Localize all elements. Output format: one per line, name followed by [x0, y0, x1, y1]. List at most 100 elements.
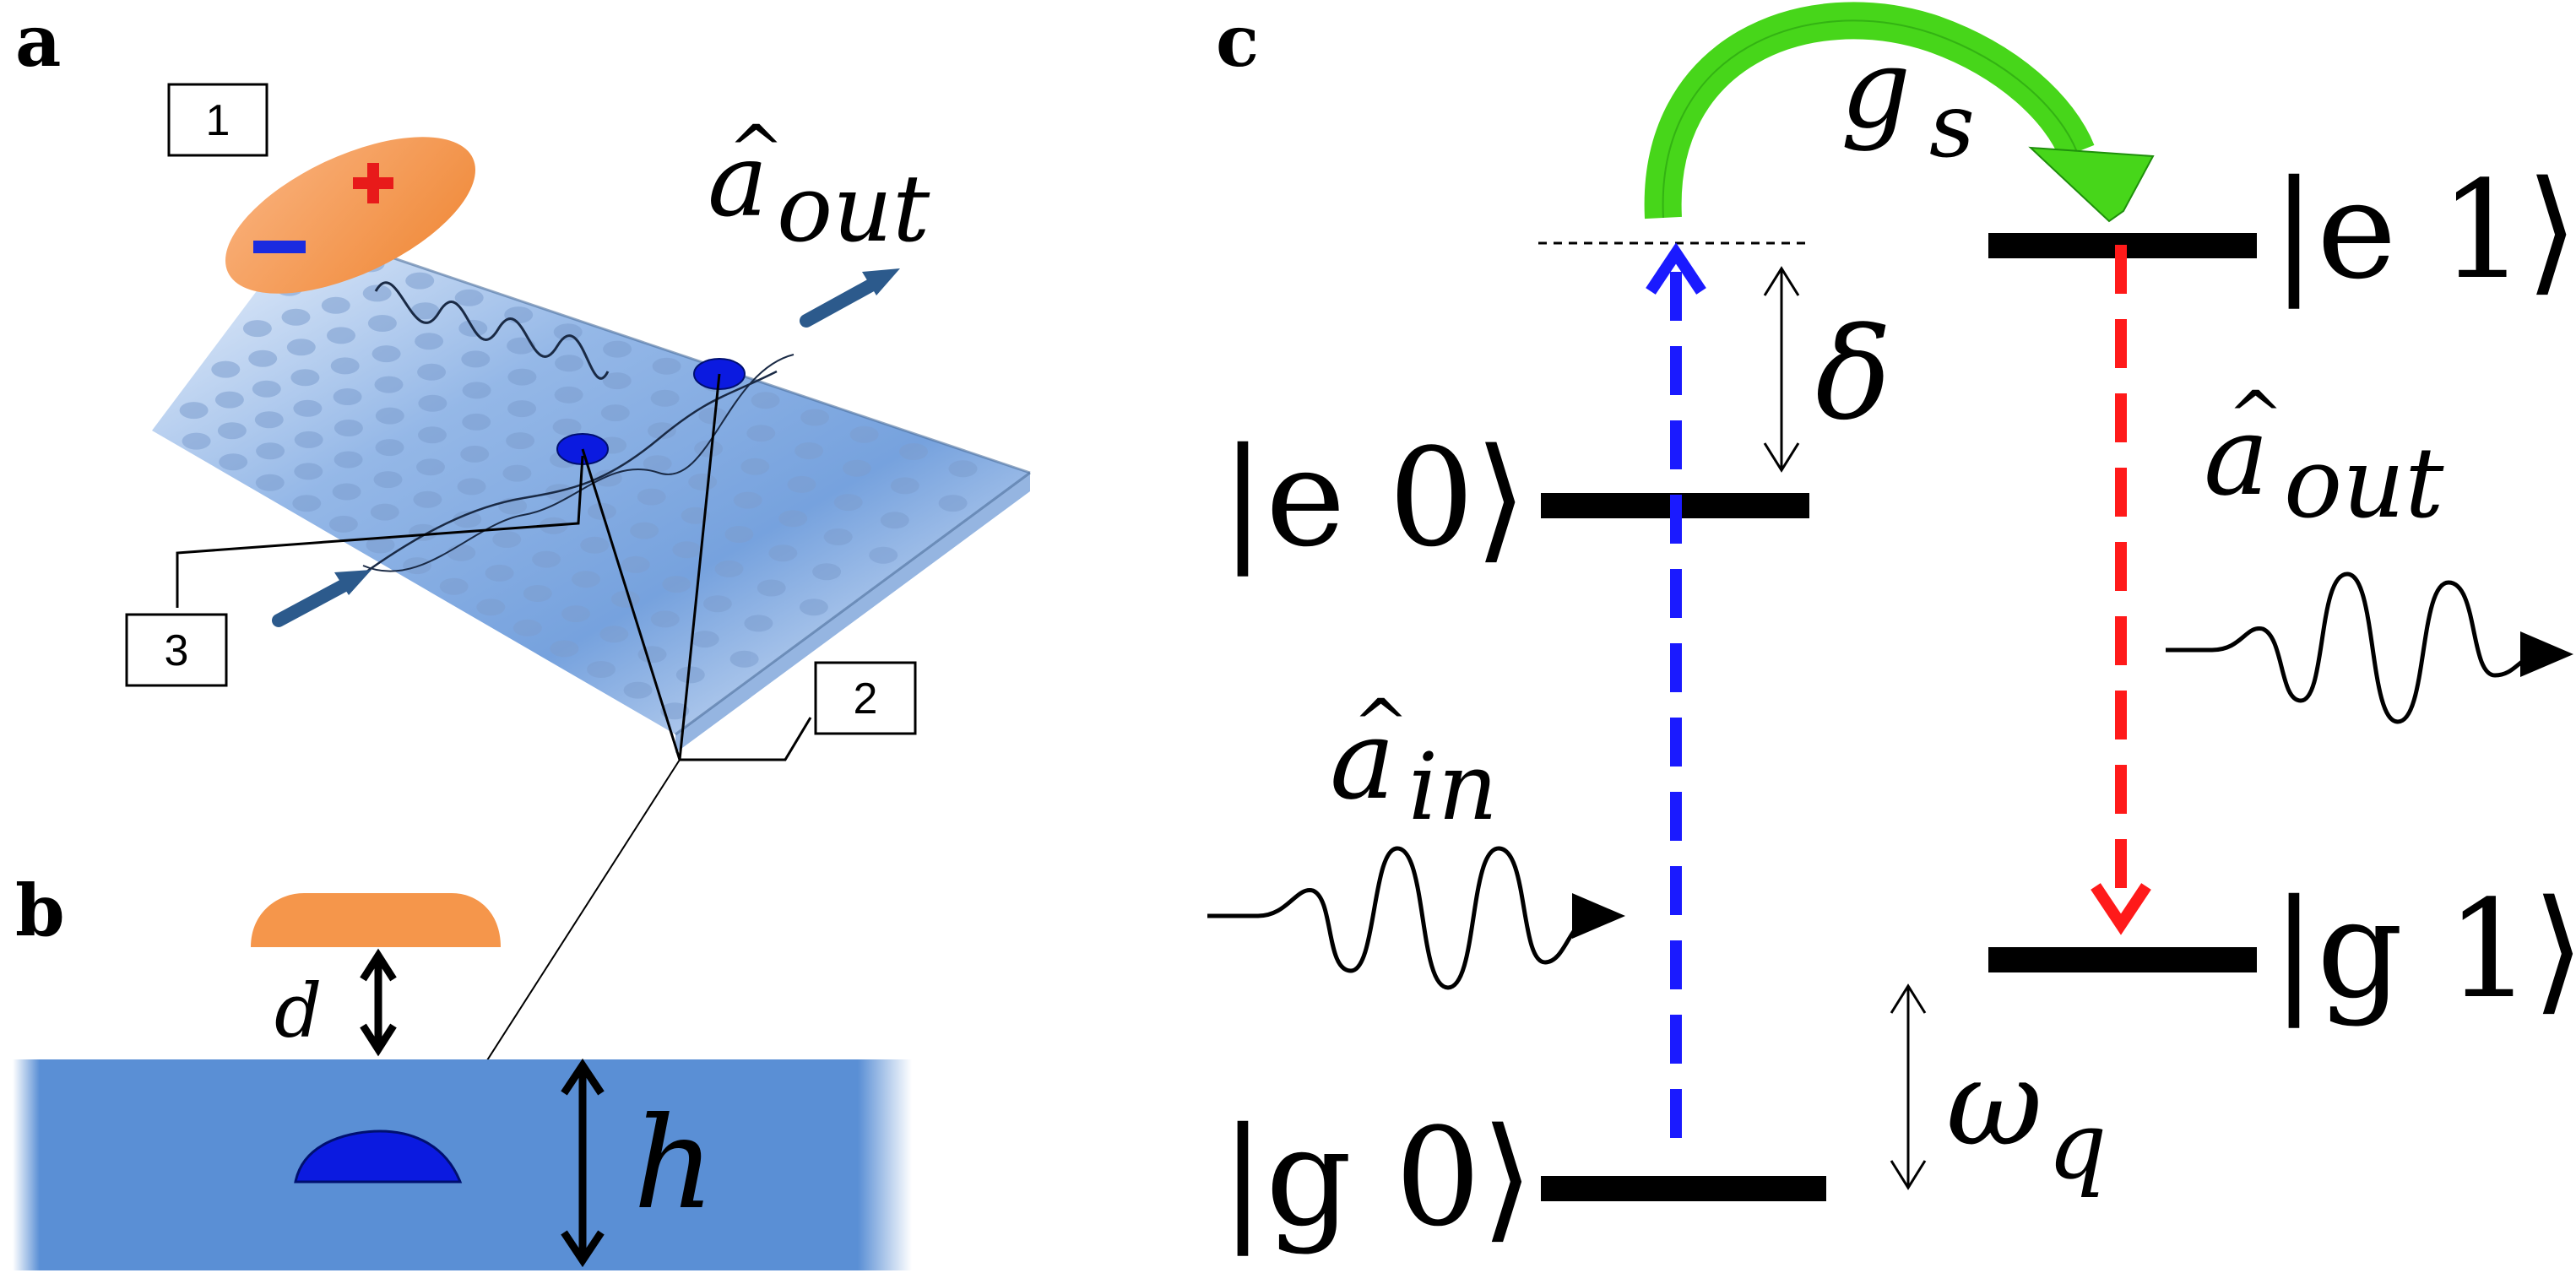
- lattice-hole: [254, 411, 284, 429]
- lattice-hole: [453, 511, 482, 528]
- lattice-hole: [662, 576, 691, 593]
- lattice-hole: [502, 464, 532, 482]
- lattice-hole: [334, 451, 363, 469]
- callout-number-2: 2: [854, 674, 878, 723]
- output-beam-arrow: [800, 277, 881, 328]
- lattice-hole: [572, 571, 600, 588]
- panel-label-b: b: [15, 869, 65, 952]
- lattice-hole: [688, 473, 718, 490]
- lattice-hole: [842, 459, 871, 477]
- lattice-hole: [370, 503, 399, 521]
- output-wavepacket-arrowhead: [2520, 631, 2573, 677]
- lattice-hole: [294, 431, 323, 448]
- input-beam-arrowhead: [334, 570, 371, 595]
- lattice-hole: [281, 308, 311, 326]
- qubit-frequency-subscript: q: [2047, 1092, 2107, 1200]
- lattice-hole: [211, 360, 241, 378]
- lattice-hole: [255, 474, 285, 491]
- lattice-hole: [643, 455, 672, 473]
- lattice-hole: [650, 389, 680, 407]
- lattice-hole: [321, 296, 350, 314]
- lattice-hole: [409, 523, 438, 541]
- callout-number-1: 1: [206, 96, 230, 145]
- lattice-hole: [938, 495, 968, 512]
- callout-box-1: [167, 83, 268, 157]
- plus-sign-icon: [353, 163, 393, 203]
- lattice-hole: [439, 577, 469, 595]
- lattice-hole: [410, 302, 440, 320]
- lattice-hole: [555, 355, 583, 372]
- qubit-frequency-symbol: ω: [1946, 1035, 2042, 1173]
- lattice-hole: [650, 610, 680, 628]
- lattice-hole: [507, 368, 537, 386]
- lattice-hole: [587, 661, 616, 678]
- waveguide-mode-line-2: [362, 354, 794, 572]
- lattice-hole: [602, 372, 632, 390]
- top-electrode-shape: [251, 893, 501, 947]
- output-photon-subscript: out: [2284, 427, 2444, 540]
- lattice-hole: [757, 579, 786, 597]
- lattice-hole: [554, 386, 583, 404]
- coupling-subscript: s: [1929, 74, 1975, 177]
- lattice-hole: [610, 590, 640, 608]
- lattice-hole: [800, 409, 830, 426]
- lattice-hole: [812, 563, 842, 581]
- lattice-hole: [740, 458, 770, 475]
- lattice-hole: [675, 666, 705, 684]
- level-g0: [1541, 1176, 1826, 1201]
- lattice-hole: [371, 345, 401, 363]
- lattice-hole: [293, 399, 323, 417]
- output-wavepacket: [2166, 571, 2542, 724]
- callout-number-3: 3: [165, 626, 189, 675]
- lattice-hole: [416, 458, 445, 476]
- slab-cross-section: [13, 1059, 912, 1270]
- detuning-arrow-head-bottom: [1763, 442, 1800, 473]
- lattice-hole: [242, 320, 272, 338]
- lattice-hole: [462, 413, 491, 431]
- callout-leader-2: [680, 717, 812, 761]
- lattice-hole: [778, 510, 808, 528]
- lattice-hole: [182, 432, 211, 450]
- lattice-hole: [418, 394, 447, 412]
- lattice-hole: [418, 426, 447, 444]
- lattice-hole: [405, 272, 435, 290]
- lattice-hole: [507, 337, 536, 355]
- lattice-hole: [532, 550, 561, 568]
- lattice-hole: [751, 392, 780, 409]
- input-wavepacket: [1207, 846, 1597, 990]
- lattice-hole: [454, 289, 484, 306]
- lattice-hole: [623, 681, 653, 699]
- lattice-hole: [362, 284, 392, 302]
- lattice-hole: [476, 599, 506, 616]
- lattice-hole: [899, 443, 928, 460]
- lattice-hole: [690, 631, 719, 648]
- lattice-hole: [880, 512, 909, 529]
- thickness-arrow-head-top: [561, 1058, 605, 1096]
- lattice-hole: [744, 615, 773, 632]
- gap-label: d: [274, 967, 322, 1054]
- coupling-arrow-outline: [1662, 19, 2078, 219]
- lattice-hole: [294, 463, 323, 480]
- lattice-hole: [681, 506, 710, 524]
- lattice-hole: [523, 585, 552, 602]
- lattice-hole: [332, 483, 361, 501]
- state-label-e0: |e 0⟩: [1220, 419, 1527, 577]
- lattice-hole: [219, 453, 248, 471]
- gap-arrow-head-bottom: [360, 1023, 397, 1057]
- coupling-arrowhead: [2028, 146, 2155, 223]
- state-label-g0: |g 0⟩: [1220, 1098, 1533, 1256]
- input-photon-symbol: a: [1330, 696, 1396, 824]
- qubit-frequency-arrow-head-bottom: [1890, 1160, 1927, 1190]
- lattice-hole: [890, 477, 919, 495]
- lattice-hole: [603, 340, 632, 358]
- output-photon-hat: ^: [2227, 376, 2284, 455]
- input-photon-subscript: in: [1408, 733, 1498, 841]
- panel-label-a: a: [15, 0, 61, 83]
- electrode-field-wave: [374, 281, 610, 380]
- lattice-hole: [334, 420, 363, 436]
- detuning-label: δ: [1815, 301, 1891, 448]
- defect-dome: [294, 1129, 463, 1184]
- output-photon-symbol: a: [2204, 392, 2270, 520]
- gap-arrow-head-top: [360, 948, 397, 982]
- panel-label-c: c: [1216, 0, 1259, 83]
